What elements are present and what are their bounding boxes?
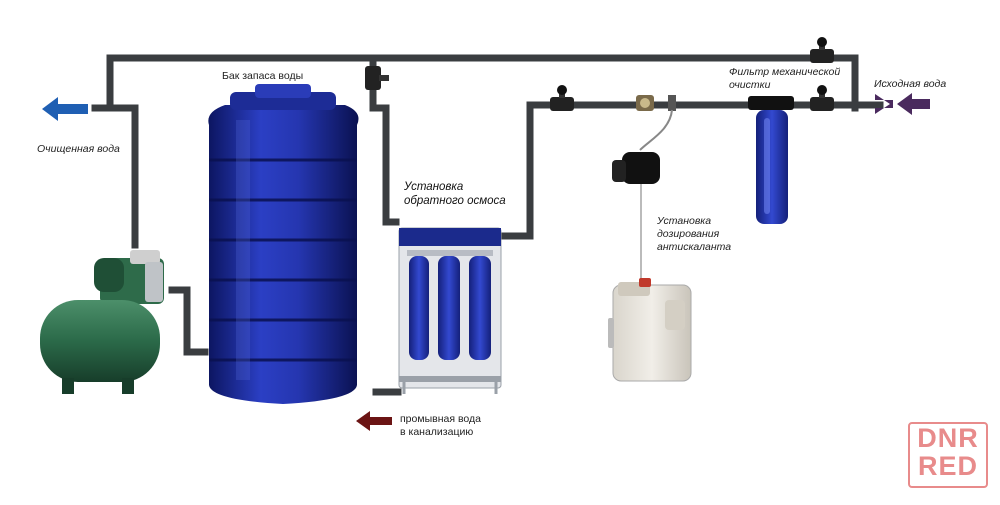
storage-tank bbox=[208, 84, 359, 404]
drain-label-line2: в канализацию bbox=[400, 426, 474, 438]
flow-meter bbox=[636, 95, 654, 111]
tank-label: Бак запаса воды bbox=[222, 70, 304, 82]
valve-source-2 bbox=[810, 85, 834, 111]
pipe-source-inlet bbox=[496, 101, 884, 240]
antiscalant-canister bbox=[608, 278, 692, 382]
source-water-arrow bbox=[875, 93, 930, 115]
valve-top-right bbox=[810, 37, 834, 63]
injection-point bbox=[668, 95, 676, 111]
mech-filter-label-line1: Фильтр механической bbox=[729, 66, 841, 78]
dosing-label-line3: антискаланта bbox=[657, 241, 732, 253]
watermark-line2: RED bbox=[917, 451, 978, 481]
drain-water-arrow bbox=[356, 411, 392, 431]
pipe-top-return bbox=[106, 54, 859, 112]
mechanical-filter bbox=[748, 96, 794, 224]
pump-station bbox=[40, 250, 164, 394]
dosing-pump bbox=[612, 109, 673, 282]
mech-filter-label-line2: очистки bbox=[729, 79, 771, 91]
source-water-label: Исходная вода bbox=[874, 78, 947, 90]
purified-water-arrow bbox=[42, 97, 88, 121]
pipe-to-tank bbox=[369, 54, 400, 226]
ro-unit-label-line1: Установка bbox=[404, 181, 464, 193]
pipe-purified-out bbox=[91, 104, 139, 249]
watermark-logo: DNR RED bbox=[908, 422, 988, 488]
dosing-label-line1: Установка bbox=[657, 215, 712, 227]
valve-tank-inlet bbox=[365, 66, 389, 90]
dosing-label-line2: дозирования bbox=[657, 228, 720, 240]
valve-source-1 bbox=[550, 85, 574, 111]
drain-label-line1: промывная вода bbox=[400, 413, 481, 425]
ro-unit-label-line2: обратного осмоса bbox=[404, 195, 506, 207]
reverse-osmosis-unit bbox=[398, 227, 502, 394]
purified-water-label: Очищенная вода bbox=[37, 143, 120, 155]
pipe-tank-to-pump bbox=[168, 286, 209, 356]
pipes bbox=[91, 54, 884, 396]
watermark-line1: DNR bbox=[917, 423, 979, 453]
